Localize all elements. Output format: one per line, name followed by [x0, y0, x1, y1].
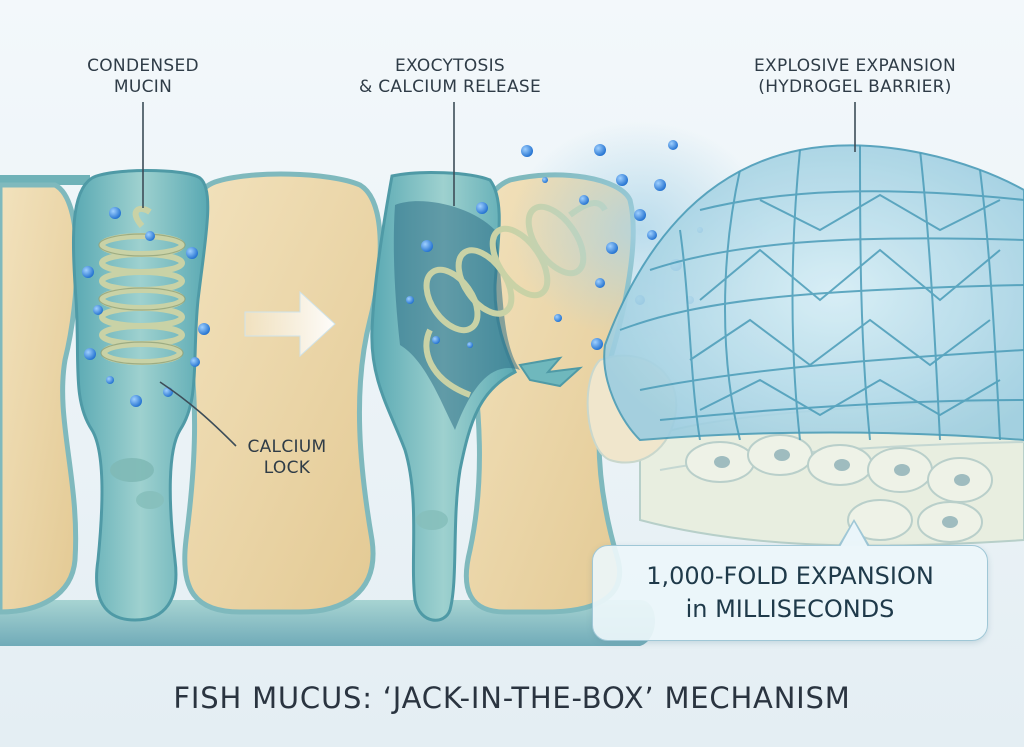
condensed-mucin-label: CONDENSED MUCIN	[58, 56, 228, 98]
diagram-title: FISH MUCUS: ‘JACK-IN-THE-BOX’ MECHANISM	[173, 681, 851, 715]
condensed-mucin-label-line2: MUCIN	[113, 77, 173, 97]
transition-arrow	[244, 290, 336, 358]
goblet-nucleus-1	[110, 458, 154, 482]
condensed-mucin-label-line1: CONDENSED	[87, 56, 199, 76]
goblet2-nucleus	[416, 510, 448, 530]
exocytosis-label: EXOCYTOSIS & CALCIUM RELEASE	[320, 56, 580, 98]
exocytosis-label-line2: & CALCIUM RELEASE	[358, 77, 542, 97]
explosive-expansion-label-line1: EXPLOSIVE EXPANSION	[754, 56, 956, 76]
calcium-lock-label-line1: CALCIUM	[247, 437, 327, 457]
calcium-ions-locked	[82, 207, 210, 407]
mucin-coil-outline	[98, 233, 186, 365]
hydrogel-mesh	[619, 145, 1024, 440]
callout-line1: 1,000-FOLD EXPANSION	[646, 562, 934, 590]
exocytosis-label-line1: EXOCYTOSIS	[395, 56, 505, 76]
calcium-lock-label: CALCIUM LOCK	[222, 437, 352, 479]
cream-cell-middle	[177, 171, 383, 615]
mucin-coil-condensed	[99, 205, 185, 365]
explosive-expansion-label: EXPLOSIVE EXPANSION (HYDROGEL BARRIER)	[720, 56, 990, 98]
epithelial-cells-right	[639, 398, 1024, 547]
leader-lines	[142, 102, 856, 447]
callout-pointer-fill	[840, 522, 868, 547]
rupture-fragment	[518, 356, 584, 388]
callout-line2: in MILLISECONDS	[685, 595, 895, 623]
explosive-expansion-label-line2: (HYDROGEL BARRIER)	[758, 77, 952, 97]
goblet-nucleus-2	[136, 491, 164, 509]
expansion-callout: 1,000-FOLD EXPANSION in MILLISECONDS	[592, 545, 988, 641]
calcium-lock-label-line2: LOCK	[263, 458, 311, 478]
